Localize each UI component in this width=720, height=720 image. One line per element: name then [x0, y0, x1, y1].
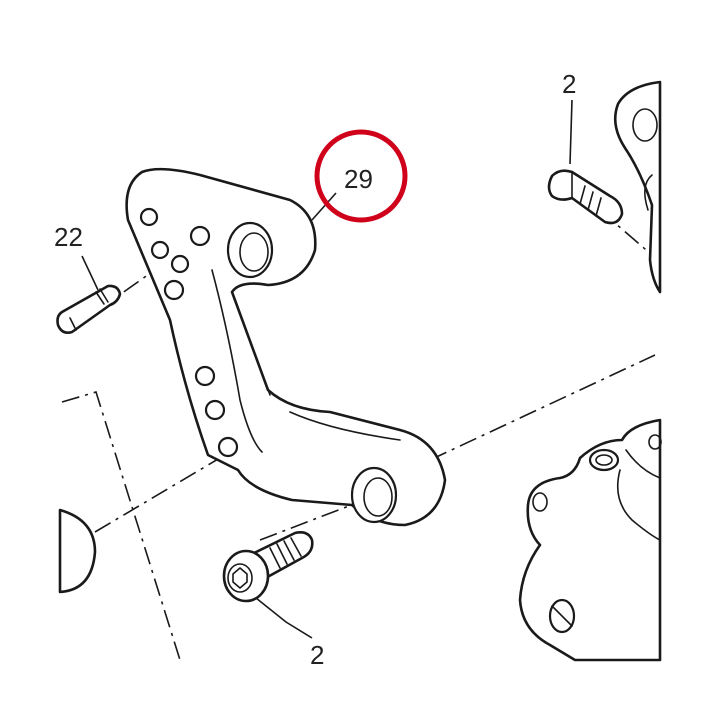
- pin-part[interactable]: [56, 284, 122, 334]
- bracket-bushing-bottom: [350, 466, 398, 524]
- callout-label-22: 22: [54, 222, 83, 252]
- partial-component-left: [58, 508, 97, 594]
- callout-label-2-bottom: 2: [310, 640, 324, 670]
- bracket-hole: [163, 279, 185, 301]
- caliper-body-bottom: [518, 418, 662, 662]
- caliper-mounting-bracket[interactable]: [125, 167, 447, 527]
- screw-top-part[interactable]: [547, 169, 624, 225]
- bracket-hole: [194, 365, 216, 387]
- callout-leaders: [81, 99, 573, 639]
- bracket-hole: [189, 225, 211, 247]
- callout-label-29: 29: [344, 164, 373, 194]
- highlight-ring: [314, 129, 408, 223]
- screw-head: [222, 549, 270, 603]
- bracket-hole: [204, 399, 226, 421]
- bracket-bushing-top: [226, 221, 274, 279]
- screw-bottom-part[interactable]: [222, 531, 314, 603]
- bracket-hole: [139, 207, 159, 227]
- bracket-hole: [217, 436, 239, 458]
- bracket-hole: [170, 254, 190, 274]
- bracket-hole: [150, 240, 170, 260]
- caliper-housing-top: [613, 80, 662, 294]
- callout-label-2-top: 2: [562, 69, 576, 99]
